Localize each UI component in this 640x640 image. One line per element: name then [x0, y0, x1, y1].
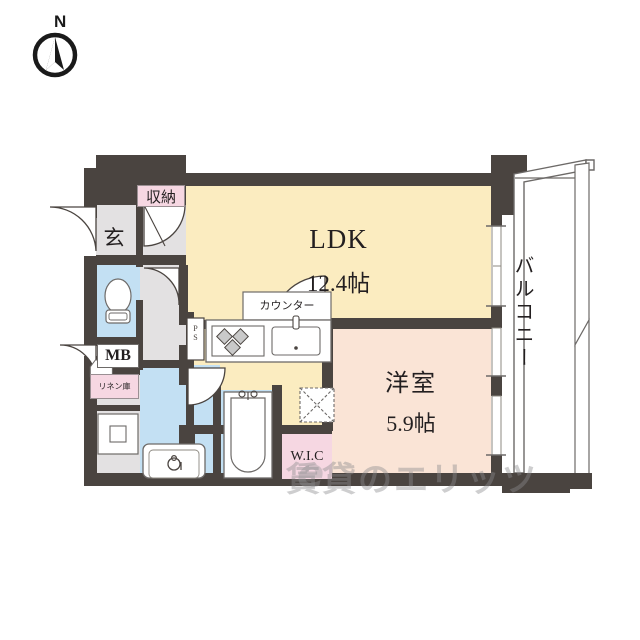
- ceiling-hatch-icon: [299, 387, 335, 423]
- pipe-space-label: PS: [191, 324, 200, 342]
- balcony-sliding-doors[interactable]: [486, 225, 506, 456]
- watermark-text: 賃貸のエリッツ: [286, 460, 538, 500]
- counter-label: カウンター: [248, 296, 326, 314]
- ldk-name: LDK: [309, 224, 368, 254]
- western-room-label: 洋室 5.9帖: [346, 363, 476, 438]
- ldk-area: 12.4帖: [306, 271, 371, 296]
- balcony-label: バルコニー: [511, 255, 533, 370]
- toilet-fixture: [104, 278, 132, 324]
- kitchen-fixtures: [205, 291, 332, 363]
- washbasin-fixture: [142, 443, 206, 479]
- balcony-outline: [502, 159, 595, 489]
- ldk-label: LDK 12.4帖: [256, 224, 421, 298]
- compass-north-label: N: [54, 12, 67, 31]
- genkan-label: 玄: [99, 222, 129, 252]
- linen-closet-label: リネン庫: [90, 374, 139, 399]
- pipe-space-box: [186, 317, 205, 361]
- compass: N: [20, 10, 90, 80]
- bathtub-fixture: [223, 390, 273, 479]
- compass-north-icon: [32, 32, 78, 78]
- wic-label: W.I.C: [290, 448, 324, 464]
- meter-box-label: MB: [97, 344, 139, 368]
- wic-floor: [282, 434, 332, 479]
- storage-label: 収納: [137, 185, 185, 207]
- watermark-logo-icon: e: [297, 451, 325, 497]
- western-room-area: 5.9帖: [386, 411, 436, 436]
- western-room-floor: [331, 326, 491, 481]
- western-room-name: 洋室: [385, 371, 437, 397]
